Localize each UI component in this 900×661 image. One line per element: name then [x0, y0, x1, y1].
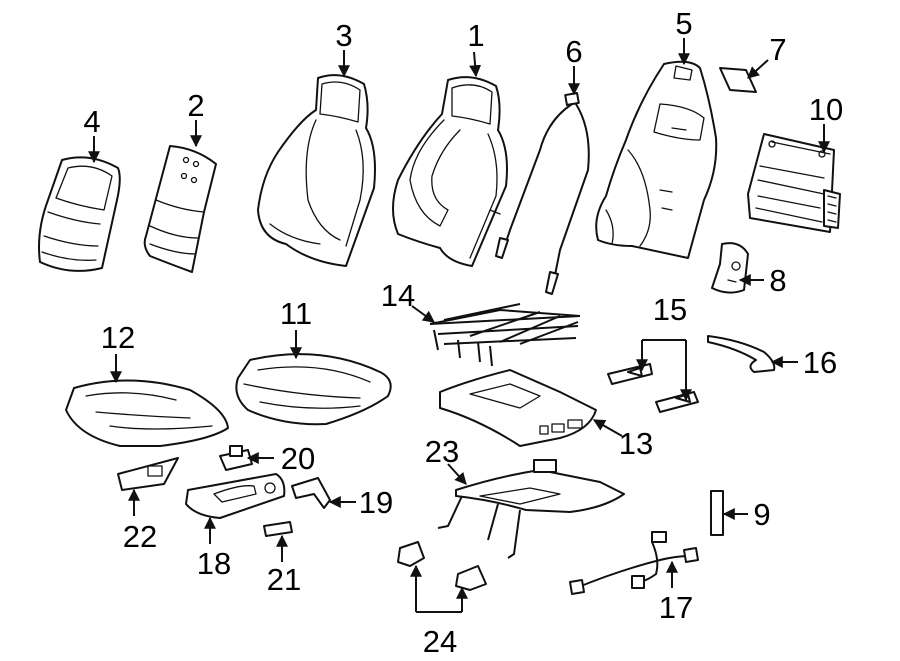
- callout-14: 14: [381, 278, 415, 313]
- part-11-seat-cushion: [235, 353, 392, 426]
- part-5-seatback-frame: [595, 60, 718, 259]
- callout-13: 13: [619, 426, 653, 461]
- part-22-cover-trim: [117, 457, 179, 491]
- arrow-23: [447, 463, 467, 485]
- part-4-headrest-cover: [38, 156, 121, 272]
- part-15-slider-set: [607, 363, 699, 413]
- part-18-side-shield: [185, 473, 286, 519]
- callout-16: 16: [803, 345, 837, 380]
- part-6-cable: [495, 92, 590, 295]
- callout-17: 17: [659, 590, 693, 625]
- callout-1: 1: [467, 18, 484, 53]
- part-1-seatback-frame-cover: [392, 76, 508, 267]
- callout-12: 12: [101, 320, 135, 355]
- part-12-cushion-cover: [65, 379, 229, 447]
- callout-19: 19: [359, 485, 393, 520]
- arrow-7: [747, 59, 769, 79]
- part-3-seatback-cover: [257, 74, 376, 267]
- callout-8: 8: [769, 263, 786, 298]
- callout-10: 10: [809, 92, 843, 127]
- part-20-switch: [219, 445, 253, 471]
- callout-11: 11: [280, 296, 312, 331]
- callout-2: 2: [187, 88, 204, 123]
- callout-4: 4: [83, 104, 100, 139]
- part-14-spring-mat: [429, 303, 581, 367]
- callout-9: 9: [753, 497, 770, 532]
- part-8-bracket: [711, 242, 749, 294]
- part-7-label-card: [719, 67, 757, 93]
- part-10-seat-module: [747, 133, 841, 233]
- callout-3: 3: [335, 18, 352, 53]
- callout-7: 7: [769, 32, 786, 67]
- part-9-strip: [710, 490, 724, 536]
- part-21-cap: [263, 521, 293, 537]
- arrow-14: [411, 305, 435, 323]
- part-2-seatback-panel: [143, 145, 217, 273]
- callout-15: 15: [653, 292, 687, 327]
- arrow-1: [469, 51, 482, 78]
- part-13-seat-pan: [439, 369, 597, 447]
- arrow-13: [592, 419, 623, 437]
- callout-6: 6: [565, 34, 582, 69]
- callout-5: 5: [675, 6, 692, 41]
- callout-labels: 1 2 3 4 5 6 7 8 9 10 11 12 13 14 15 16 1…: [83, 6, 843, 659]
- part-19-lever: [291, 477, 331, 509]
- callout-24: 24: [423, 624, 457, 659]
- callout-22: 22: [123, 519, 157, 554]
- callout-23: 23: [425, 434, 459, 469]
- part-23-track-assembly: [437, 459, 625, 559]
- callout-21: 21: [267, 562, 301, 597]
- callout-18: 18: [197, 546, 231, 581]
- callout-20: 20: [281, 441, 315, 476]
- part-17-wiring-harness: [569, 531, 699, 595]
- part-24-track-feet: [397, 541, 487, 591]
- part-16-trim: [707, 335, 776, 373]
- leader-arrows: [88, 38, 830, 613]
